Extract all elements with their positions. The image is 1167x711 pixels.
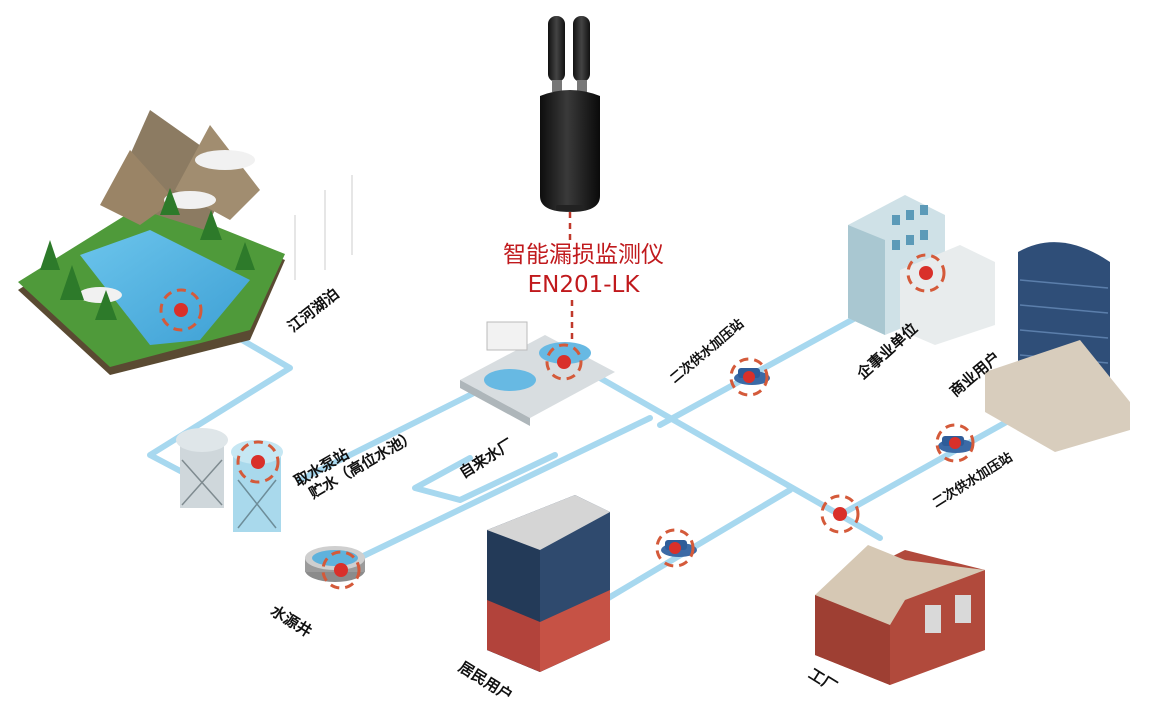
commercial-building: [985, 242, 1130, 452]
pipe-junction-to-residential: [602, 487, 793, 603]
monitor-marker-booster-top: [729, 357, 769, 397]
pipe-intake-to-plant: [297, 387, 483, 483]
monitor-marker-river: [159, 288, 203, 332]
water-well: [305, 546, 365, 582]
antenna-left: [548, 16, 565, 82]
monitor-marker-plant: [545, 343, 583, 381]
antenna-right: [573, 16, 590, 82]
pipe-junction-to-enterprise: [657, 307, 873, 428]
device-model: EN201-LK: [527, 272, 640, 298]
monitor-marker-intake: [236, 440, 280, 484]
residential-building: [487, 495, 610, 672]
monitor-marker-enterprise: [906, 253, 946, 293]
river-landscape: [18, 110, 353, 375]
device-name: 智能漏损监测仪: [503, 242, 664, 268]
pipe-junction-to-commercial: [837, 417, 1013, 518]
water-plant: [460, 321, 615, 426]
pipelines: [147, 307, 1013, 603]
pipe-river-to-intake: [147, 327, 293, 487]
pipe-plant-to-junction: [597, 375, 843, 518]
monitor-marker-booster-bottom: [655, 528, 695, 568]
pipe-well-to-main: [352, 415, 653, 563]
monitor-marker-junction: [820, 494, 860, 534]
leak-monitor-device: [540, 16, 600, 212]
factory-building: [815, 545, 985, 685]
monitor-marker-well: [321, 550, 361, 590]
device-body: [540, 90, 600, 212]
pipe-junction-to-factory: [837, 512, 883, 541]
pipe-plant-loop: [412, 452, 558, 503]
monitor-marker-booster-right: [935, 423, 975, 463]
